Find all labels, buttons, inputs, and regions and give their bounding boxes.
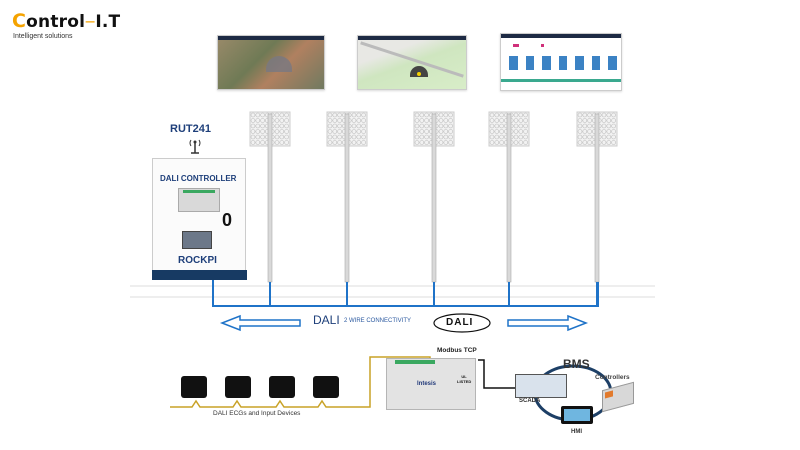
devices-label: DALI ECGs and Input Devices: [213, 410, 301, 417]
logo-letter: C: [12, 10, 27, 32]
logo-suffix: I.T: [95, 12, 121, 32]
led-tube-icon: [313, 376, 339, 398]
light-pole: [326, 111, 368, 283]
pole-mast: [506, 113, 512, 283]
antenna-icon: [189, 139, 201, 154]
cabinet-base: [152, 270, 247, 280]
dali-logo-ellipse: [433, 313, 491, 333]
light-pole: [488, 111, 530, 283]
hmi-label: HMI: [571, 429, 582, 435]
pole-mast: [267, 113, 273, 283]
ul-listed-badge: UL LISTED: [457, 374, 472, 384]
light-switch-panel-icon: [181, 376, 207, 398]
pole-mast: [431, 113, 437, 283]
left-arrow: [219, 314, 301, 332]
devices-bus: [170, 356, 431, 408]
brand-logo: Control—I.T: [12, 10, 120, 32]
light-pole: [576, 111, 618, 283]
pole-mast: [344, 113, 350, 283]
switch-glyph: 0: [222, 210, 233, 230]
light-pole: [413, 111, 455, 283]
pole-mast: [594, 113, 600, 283]
modbus-label: Modbus TCP: [437, 347, 477, 354]
logo-dash: —: [85, 16, 96, 28]
dali-logo: DALI: [446, 317, 474, 328]
intesis-gateway: Intesis: [386, 358, 476, 410]
modbus-link: [478, 359, 515, 389]
motion-sensor-icon: [269, 376, 295, 398]
dimmer-knob-icon: [225, 376, 251, 398]
street-map-screenshot: [357, 35, 467, 90]
rockpi-label: ROCKPI: [178, 255, 217, 266]
satellite-map-screenshot: [217, 35, 325, 90]
dashboard-screenshot: [500, 33, 622, 91]
ground-line: [130, 285, 655, 298]
gateway-brand: Intesis: [417, 381, 437, 387]
gateway-label: RUT241: [170, 123, 211, 135]
dali-bus-label: DALI: [313, 313, 340, 327]
controllers-label: Controllers: [595, 374, 630, 381]
brand-tagline: Intelligent solutions: [13, 33, 73, 40]
logo-text: ontrol: [26, 12, 86, 32]
rockpi-device: [182, 231, 212, 249]
scada-label: SCADA: [519, 398, 541, 404]
scada-screens: [515, 374, 567, 398]
bms-title: BMS: [563, 357, 590, 371]
dali-controller-label: DALI CONTROLLER: [160, 174, 237, 183]
dali-bus-sublabel: 2 WIRE CONNECTIVITY: [344, 318, 412, 324]
hmi-panel: [561, 406, 593, 424]
right-arrow: [507, 314, 589, 332]
dali-controller-device: [178, 188, 220, 212]
light-pole: [249, 111, 291, 283]
